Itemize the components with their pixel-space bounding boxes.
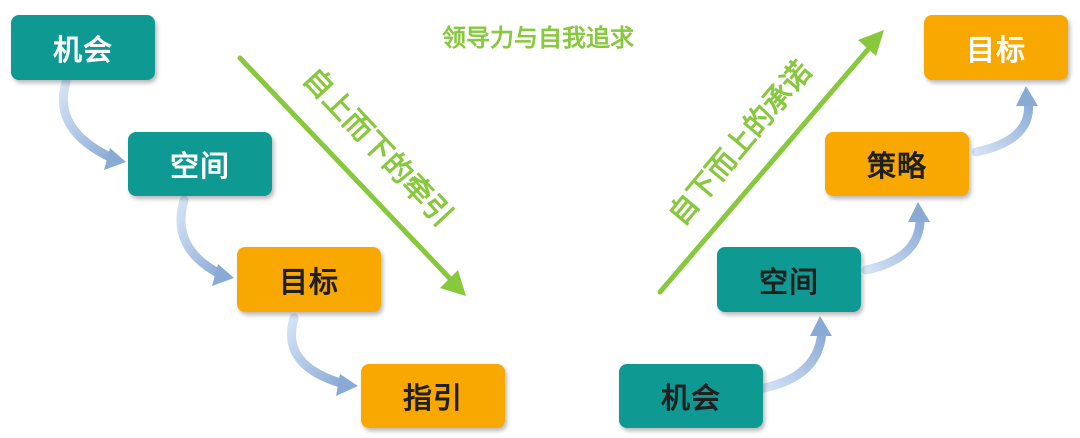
left-curve-arrow-3 (287, 313, 358, 396)
diagram-title: 领导力与自我追求 (442, 24, 634, 52)
right-curve-arrow-3 (971, 86, 1038, 157)
right-box-opportunity: 机会 (619, 364, 763, 428)
left-box-space: 空间 (128, 132, 272, 196)
left-box-opportunity: 机会 (11, 15, 155, 80)
left-curve-arrow-2 (176, 195, 234, 286)
top-down-arrow (237, 55, 466, 296)
right-box-space: 空间 (717, 247, 861, 312)
left-box-guidance: 指引 (361, 364, 505, 428)
right-box-strategy: 策略 (825, 132, 969, 196)
right-curve-arrow-2 (861, 202, 930, 275)
left-curve-arrow-1 (58, 77, 126, 170)
left-box-goal: 目标 (237, 247, 381, 312)
right-curve-arrow-1 (759, 316, 832, 393)
right-box-goal: 目标 (924, 15, 1068, 80)
bottom-up-arrow (657, 30, 884, 295)
